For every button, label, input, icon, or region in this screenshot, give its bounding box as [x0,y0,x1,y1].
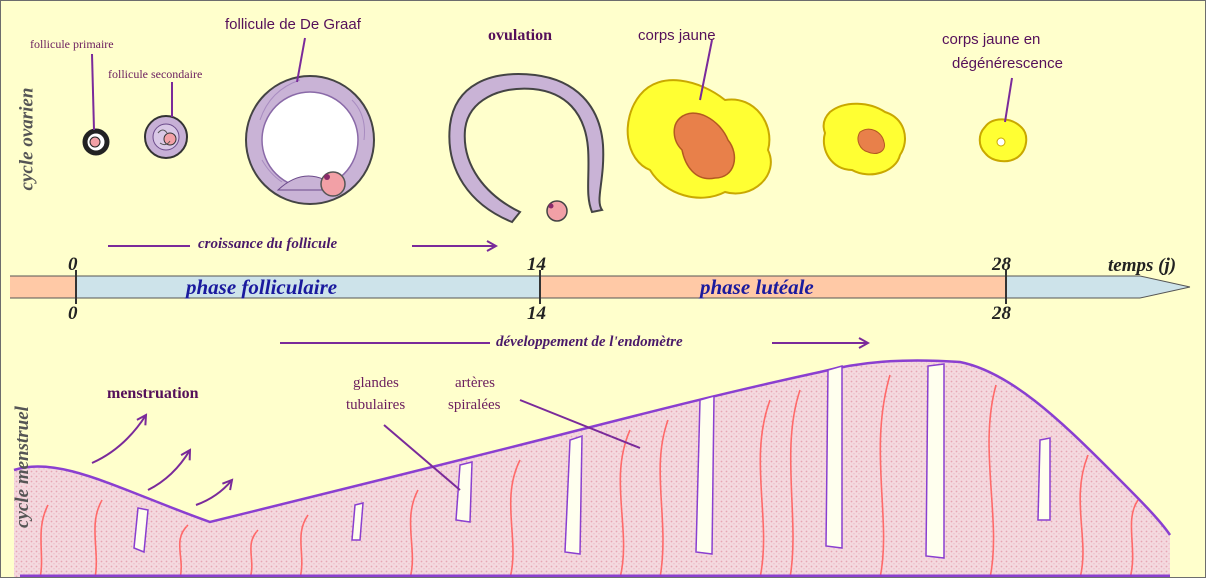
corps-jaune-degen-label-1: corps jaune en [942,32,1040,47]
phase-folliculaire-label: phase folliculaire [186,277,337,298]
tick-top-14: 14 [527,255,546,274]
corpus-luteum [628,80,771,198]
arteres-label-2: spiralées [448,398,500,413]
temps-label: temps (j) [1108,256,1176,275]
ruptured-follicle [449,74,603,222]
secondary-follicle [145,116,187,158]
cycle-menstruel-label: cycle menstruel [12,406,34,528]
follicule-primaire-label: follicule primaire [30,38,114,50]
developpement-label: développement de l'endomètre [496,335,683,350]
follicule-de-graaf-label: follicule de De Graaf [225,17,361,32]
de-graaf-follicle [246,76,374,204]
primary-follicle [85,131,107,153]
follicule-secondaire-label: follicule secondaire [108,68,202,80]
croissance-label: croissance du follicule [198,237,337,252]
corpus-luteum-small [824,104,905,175]
glandes-label-1: glandes [353,376,399,391]
corps-jaune-label: corps jaune [638,28,716,43]
tick-top-28: 28 [992,255,1011,274]
tick-bottom-0: 0 [68,304,78,323]
corps-jaune-degen-label-2: dégénérescence [952,56,1063,71]
corpus-albicans [980,119,1026,161]
phase-luteale-label: phase lutéale [700,277,814,298]
glandes-label-2: tubulaires [346,398,405,413]
menstruation-label: menstruation [107,386,199,402]
tick-bottom-28: 28 [992,304,1011,323]
ovulation-label: ovulation [488,28,552,44]
cycle-ovarien-label: cycle ovarien [16,88,38,191]
arteres-label-1: artères [455,376,495,391]
tick-top-0: 0 [68,255,78,274]
tick-bottom-14: 14 [527,304,546,323]
